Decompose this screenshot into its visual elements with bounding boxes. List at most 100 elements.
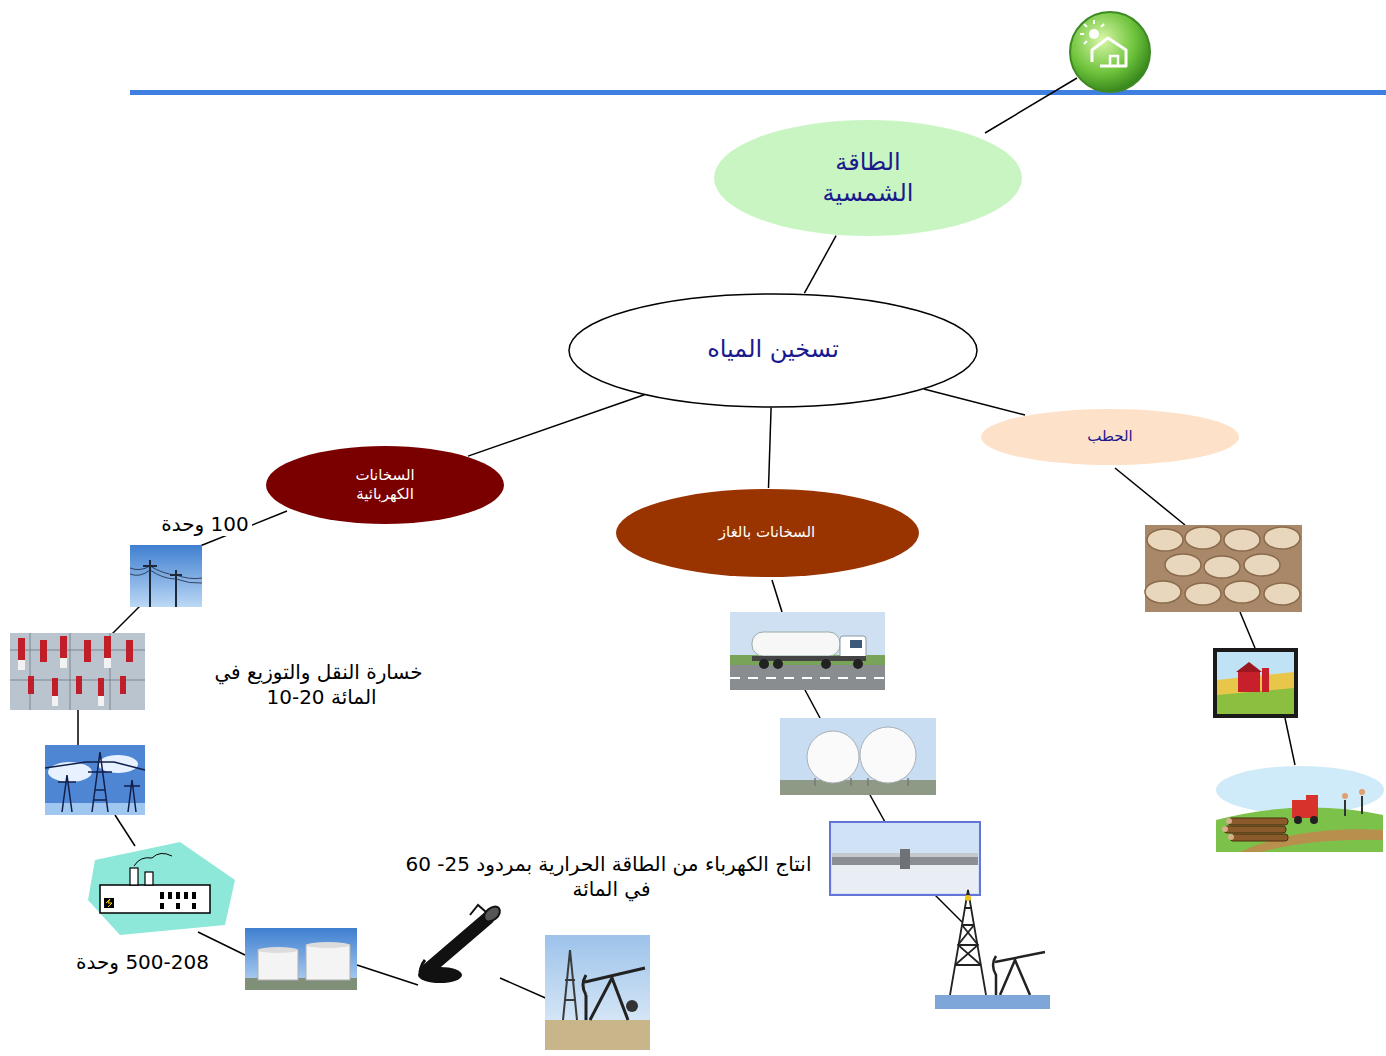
tanker-truck-picture <box>752 656 866 661</box>
tanker-truck-picture <box>853 659 863 669</box>
firewood-picture <box>1145 527 1300 605</box>
gas-spheres-picture <box>907 778 909 786</box>
power-lines-picture <box>130 566 202 583</box>
oil-pump-picture <box>563 950 577 1020</box>
tanker-truck-picture <box>730 665 885 690</box>
oil-pump-picture <box>583 975 586 995</box>
solar-house-icon <box>1093 20 1095 24</box>
node-label-group: السخانات الكهربائية <box>325 466 445 505</box>
logging-picture <box>1224 826 1286 833</box>
power-plant-picture <box>160 892 164 899</box>
oil-pump-picture <box>583 968 645 1020</box>
substation-picture <box>84 640 91 662</box>
oil-rig-picture <box>935 995 1050 1009</box>
option-ellipse: الحطب <box>980 408 1240 466</box>
gas-spheres-picture <box>814 778 816 786</box>
firewood-picture <box>1165 554 1201 576</box>
transmission-towers-picture <box>45 745 145 815</box>
power-lines-picture <box>130 570 202 583</box>
topic-ellipse: الطاقة الشمسية <box>713 119 1023 237</box>
power-lines-picture <box>130 566 202 579</box>
node-label-group: تسخين المياه <box>707 334 839 365</box>
oil-rig-picture <box>965 895 971 901</box>
substation-picture <box>60 636 67 658</box>
solar-house-icon <box>1092 38 1126 66</box>
logging-picture <box>1294 816 1302 824</box>
substation-picture <box>10 633 145 710</box>
substation-picture <box>98 696 104 706</box>
node-label: الحطب <box>1087 427 1132 447</box>
gas-spheres-picture <box>780 718 936 795</box>
firewood-picture <box>1185 527 1221 549</box>
leader-line <box>77 710 79 745</box>
gas-spheres-picture <box>780 780 936 795</box>
topic-ellipse: تسخين المياه <box>568 293 978 408</box>
tanker-truck-picture <box>730 612 885 690</box>
oil-tanks-picture <box>258 947 298 953</box>
power-plant-picture <box>88 842 235 935</box>
oil-rig-picture <box>995 952 1045 962</box>
logging-picture <box>1222 826 1228 832</box>
tanker-truck-picture <box>759 659 863 669</box>
substation-picture <box>104 658 111 668</box>
oil-rig-picture <box>993 952 1045 995</box>
transmission-towers-picture <box>45 803 145 815</box>
gas-spheres-picture <box>807 731 859 783</box>
farm-picture <box>1262 668 1269 692</box>
oil-rig-picture <box>950 890 986 995</box>
oil-pipe-picture <box>421 960 425 978</box>
connector-line <box>924 389 1025 415</box>
connector-line <box>468 395 644 456</box>
energy-units-label: 500-208 وحدة <box>73 950 212 974</box>
logging-picture <box>1306 795 1318 804</box>
power-plant-picture <box>88 842 235 935</box>
oil-pump-picture <box>585 995 588 1020</box>
node-label: السخانات الكهربائية <box>325 466 445 505</box>
firewood-picture <box>1264 527 1300 549</box>
gas-spheres-picture <box>780 718 936 795</box>
logging-picture <box>1228 834 1234 840</box>
tanker-truck-picture <box>759 659 769 669</box>
logging-picture <box>1310 816 1318 824</box>
oil-rig-picture <box>1000 960 1030 995</box>
energy-units-label: 500-208 وحدة <box>35 950 250 975</box>
node-label-group: الحطب <box>1087 427 1132 447</box>
solar-house-icon <box>1110 56 1118 66</box>
oil-rig-picture <box>993 956 996 995</box>
oil-rig-picture <box>935 890 1050 1009</box>
oil-tanks-picture <box>245 928 357 990</box>
power-plant-picture <box>160 903 164 909</box>
logging-picture <box>1222 818 1234 840</box>
leader-line <box>500 978 550 1000</box>
efficiency-note: انتاج الكهرباء من الطاقة الحرارية بمردود… <box>406 852 815 901</box>
node-label: السخانات بالغاز <box>719 523 815 543</box>
oil-tanks-picture <box>306 942 350 948</box>
tanker-truck-picture <box>730 677 885 679</box>
ellipse-shape <box>714 120 1022 236</box>
leader-line <box>805 690 820 718</box>
power-plant-picture <box>176 892 180 899</box>
firewood-picture <box>1145 525 1302 612</box>
solar-house-icon <box>1101 24 1104 27</box>
oil-rig-picture <box>955 908 981 965</box>
logging-picture <box>1226 818 1232 824</box>
substation-picture <box>98 678 104 696</box>
option-ellipse: السخانات الكهربائية <box>265 445 505 525</box>
oil-pipe-picture <box>418 904 503 983</box>
firewood-picture <box>1244 554 1280 576</box>
gas-spheres-picture <box>815 778 908 786</box>
substation-picture <box>40 640 47 662</box>
power-plant-picture <box>184 892 188 899</box>
leader-line <box>1115 468 1295 765</box>
firewood-picture <box>1185 583 1221 605</box>
transmission-towers-picture <box>45 745 145 815</box>
logging-picture <box>1344 800 1346 816</box>
solar-house-icon <box>1080 20 1104 44</box>
farm-picture <box>1236 662 1262 672</box>
node-label-group: السخانات بالغاز <box>719 523 815 543</box>
loss-note: خسارة النقل والتوزيع في المائة 20-10 <box>214 660 425 709</box>
power-lines-picture <box>149 560 151 607</box>
firewood-picture <box>1224 581 1260 603</box>
leader-line <box>985 78 1077 133</box>
